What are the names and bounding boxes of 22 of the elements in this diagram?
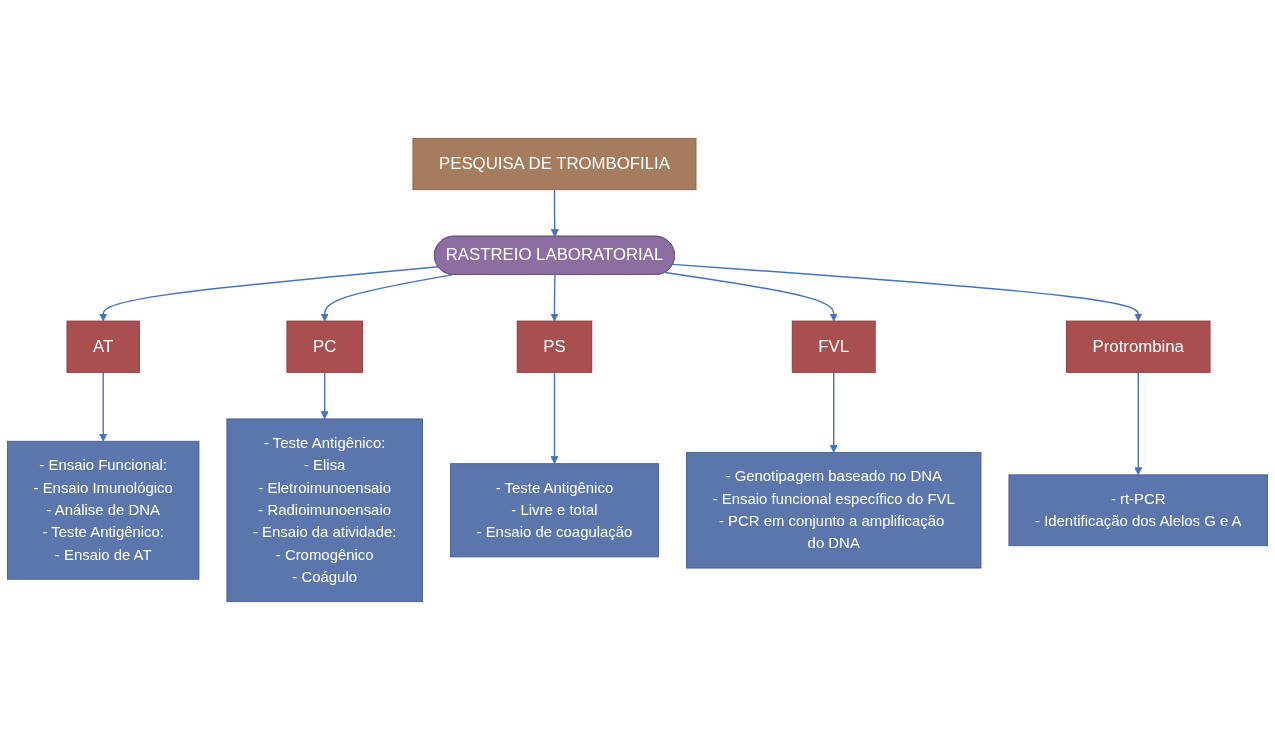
node-box: Protrombina [1066,320,1211,373]
arrow [550,188,559,238]
node-box: PS [516,320,593,373]
arrow [829,371,838,453]
arrow [664,271,838,322]
node-box: PESQUISA DE TROMBOFILIA [412,137,697,191]
arrow [550,274,559,322]
arrow [672,263,1143,322]
arrow [1134,371,1143,476]
node-box: - Teste Antigênico: - Elisa - Eletroimunoensaio - Radioimunoensaio - Ensaio da atividade: - Cromogênico - Coágulo [226,418,423,603]
arrow [99,266,439,322]
arrow [320,371,329,420]
arrow [99,371,108,442]
node-box: FVL [791,320,876,373]
arrow [320,274,453,322]
node-box: - rt-PCR - Identificação dos Alelos G e A [1008,474,1268,547]
node-box: - Genotipagem baseado no DNA - Ensaio funcional específico do FVL - PCR em conjunto a amplificação do DNA [686,452,982,569]
node-box: PC [286,320,363,373]
arrow [550,371,559,465]
node-box: - Ensaio Funcional: - Ensaio Imunológico - Análise de DNA - Teste Antigênico: - Ensaio de AT [7,440,200,580]
node-box: - Teste Antigênico - Livre e total - Ensaio de coagulação [449,463,659,558]
node-box: AT [66,320,140,373]
